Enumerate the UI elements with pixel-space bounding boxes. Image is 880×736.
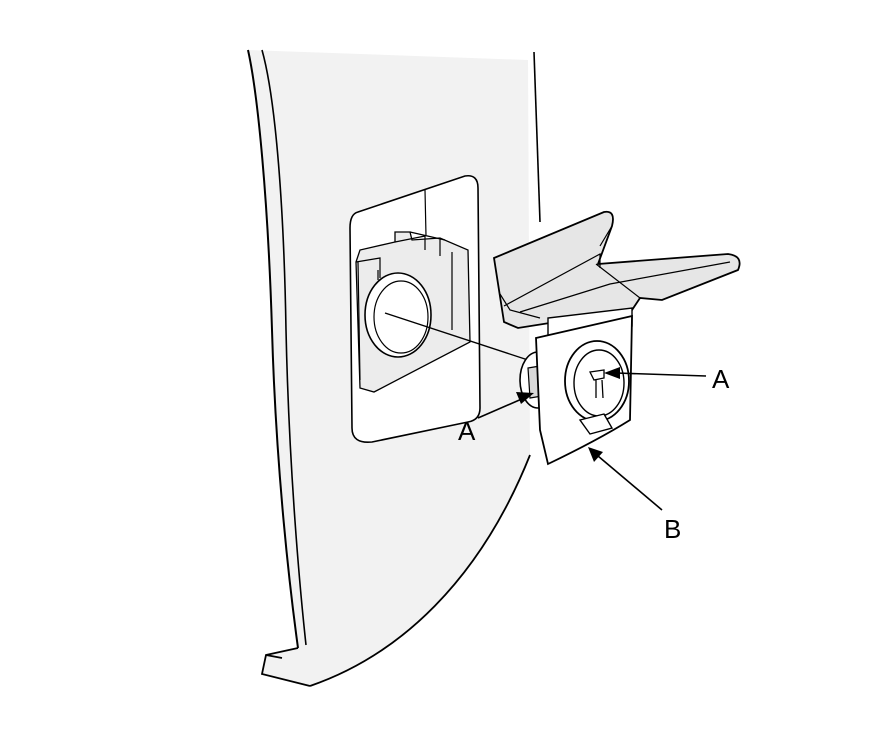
opening-ledge-lines [355, 189, 453, 381]
callout-b-label: B [664, 514, 681, 544]
alignment-line [384, 312, 529, 361]
callout-b-arrowhead [588, 447, 603, 462]
bulb-socket-clip [578, 413, 614, 435]
callout-a-left-arrowhead [516, 392, 534, 404]
removed-assembly [493, 210, 741, 466]
trim-panel-outer-edge [247, 49, 299, 649]
assembly-housing-detail [499, 225, 731, 319]
callout-a-right-arrowhead [604, 367, 620, 379]
bulb-socket-terminal [589, 369, 605, 399]
callout-a-right-leader [615, 372, 707, 377]
callout-a-left-label: A [458, 416, 476, 446]
panel-opening [349, 174, 481, 444]
callouts: A A B [458, 364, 730, 544]
opening-socket-rim [373, 280, 429, 354]
bulb-socket-inner [573, 349, 625, 417]
trim-panel-inner-edge [261, 49, 307, 646]
callout-a-left-leader [477, 397, 525, 419]
trim-panel-foot [260, 647, 311, 687]
assembly-housing-top [493, 210, 741, 329]
trim-panel-top-line [533, 51, 541, 223]
opening-socket-hole [364, 272, 432, 358]
callout-a-right-label: A [712, 364, 730, 394]
trim-panel-lower-curve [309, 454, 531, 687]
callout-b-leader [597, 455, 663, 511]
